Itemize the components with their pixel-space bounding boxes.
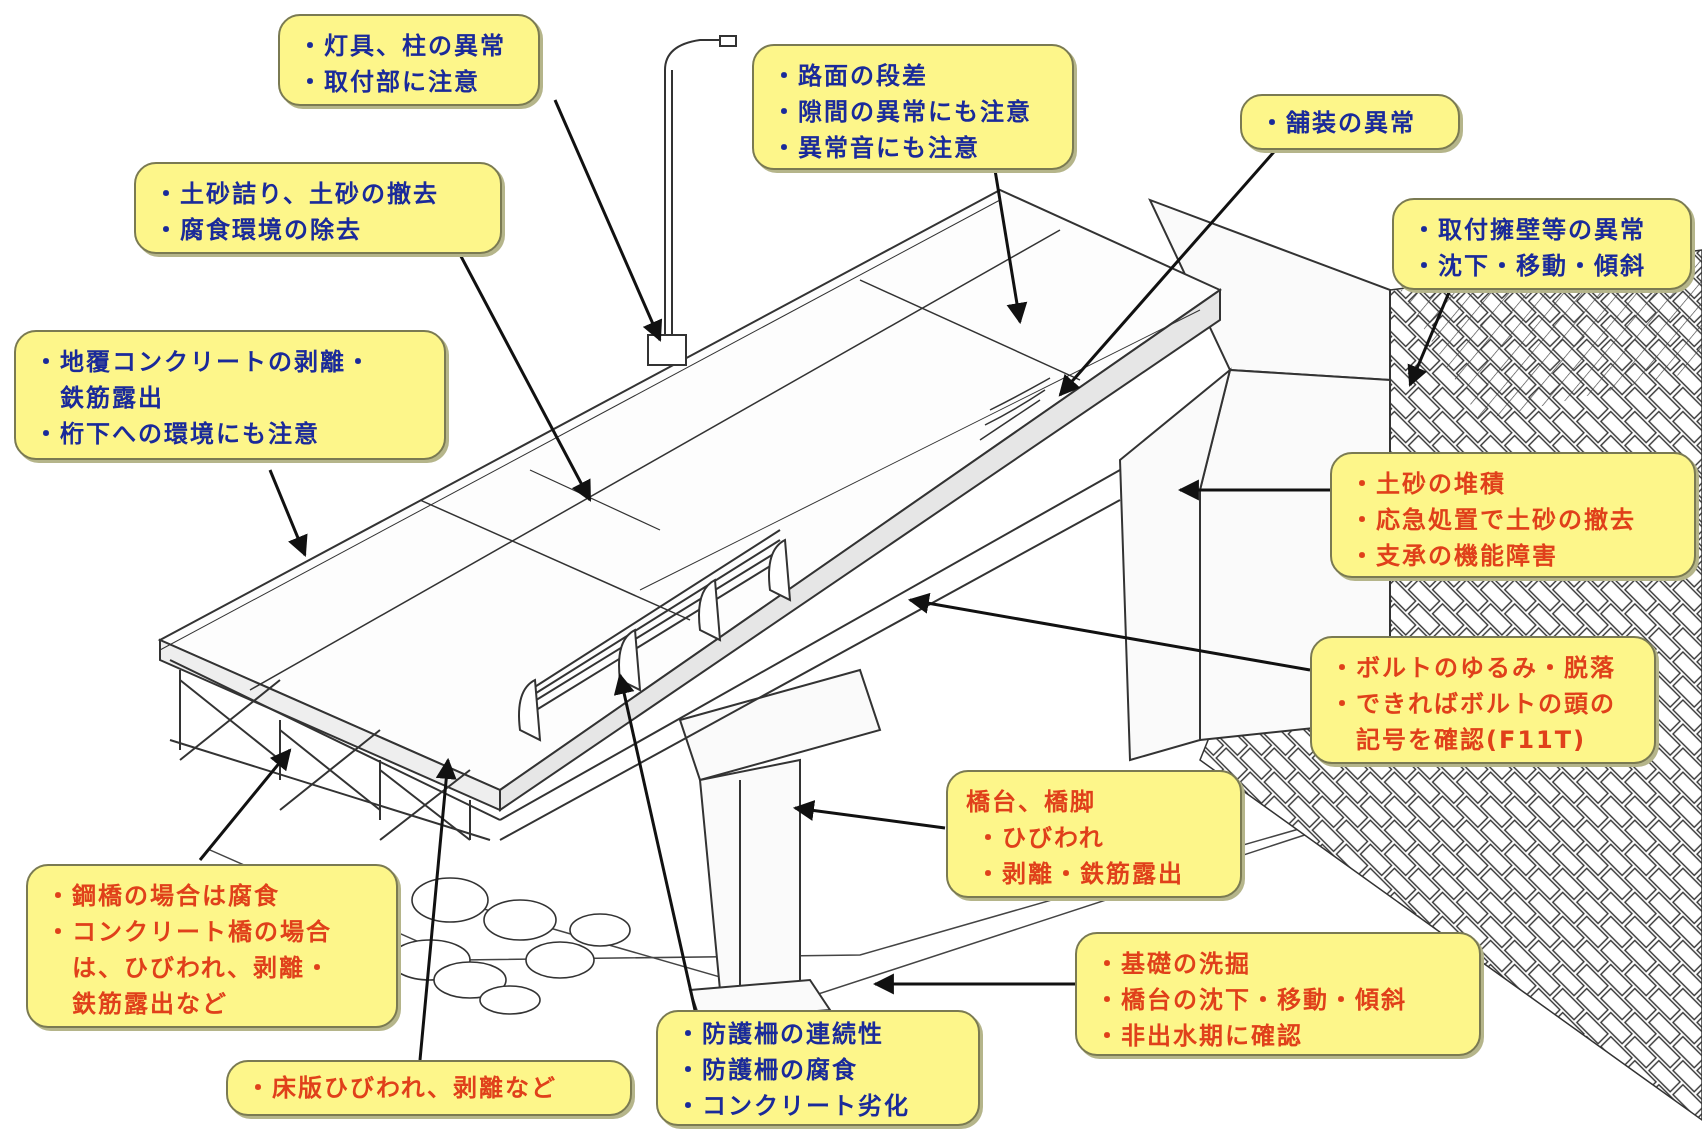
girder-callout: ・鋼橋の場合は腐食 ・コンクリート橋の場合 は、ひびわれ、剥離・ 鉄筋露出など	[26, 864, 398, 1028]
callout-line: ・地覆コンクリートの剥離・	[34, 348, 372, 376]
callout-line: ・橋台の沈下・移動・傾斜	[1095, 986, 1407, 1014]
callout-line: ・基礎の洗掘	[1095, 950, 1251, 978]
callout-line: ・ボルトのゆるみ・脱落	[1330, 654, 1616, 682]
bridge-deck	[157, 188, 1223, 812]
callout-arrows	[198, 99, 1452, 1061]
lighting-callout: ・灯具、柱の異常 ・取付部に注意	[278, 14, 540, 106]
callout-line: ・桁下への環境にも注意	[34, 420, 320, 448]
callout-line: ・灯具、柱の異常	[298, 32, 506, 60]
callout-line: ・剥離・鉄筋露出	[976, 860, 1184, 888]
retaining-wall-callout: ・取付擁壁等の異常 ・沈下・移動・傾斜	[1392, 198, 1692, 290]
cover-concrete-callout: ・地覆コンクリートの剥離・ 鉄筋露出 ・桁下への環境にも注意	[14, 330, 446, 460]
pavement-crack	[979, 377, 1051, 441]
callout-line: ・腐食環境の除去	[154, 216, 362, 244]
guardrail-callout: ・防護柵の連続性 ・防護柵の腐食 ・コンクリート劣化	[656, 1010, 980, 1126]
bolts-callout: ・ボルトのゆるみ・脱落 ・できればボルトの頭の 記号を確認(F11T)	[1310, 636, 1656, 764]
callout-line: ・沈下・移動・傾斜	[1412, 252, 1646, 280]
rocks	[389, 877, 631, 1015]
lamp-post	[647, 35, 737, 366]
callout-line: ・応急処置で土砂の撤去	[1350, 506, 1636, 534]
callout-line: 橋台、橋脚	[966, 788, 1096, 816]
foundation-callout: ・基礎の洗掘 ・橋台の沈下・移動・傾斜 ・非出水期に確認	[1075, 932, 1481, 1056]
callout-line: ・隙間の異常にも注意	[772, 98, 1032, 126]
callout-line: 鉄筋露出など	[72, 990, 228, 1018]
callout-line: ・土砂詰り、土砂の撤去	[154, 180, 440, 208]
callout-line: ・できればボルトの頭の	[1330, 690, 1616, 718]
callout-line: ・非出水期に確認	[1095, 1022, 1303, 1050]
deck-slab-callout: ・床版ひびわれ、剥離など	[226, 1060, 632, 1116]
guardrail	[518, 529, 792, 742]
drainage-callout: ・土砂詰り、土砂の撤去 ・腐食環境の除去	[134, 162, 502, 254]
callout-line: ・異常音にも注意	[772, 134, 980, 162]
callout-line: ・取付部に注意	[298, 68, 480, 96]
abutment-pier-callout: 橋台、橋脚 ・ひびわれ ・剥離・鉄筋露出	[946, 770, 1242, 898]
pier	[678, 668, 882, 1022]
callout-line: ・コンクリート橋の場合	[46, 918, 332, 946]
callout-line: ・土砂の堆積	[1350, 470, 1506, 498]
callout-line: ・取付擁壁等の異常	[1412, 216, 1646, 244]
callout-line: 鉄筋露出	[60, 384, 164, 412]
pavement-callout: ・舗装の異常	[1240, 94, 1460, 150]
callout-line: は、ひびわれ、剥離・	[72, 954, 332, 982]
callout-line: ・路面の段差	[772, 62, 928, 90]
callout-line: ・床版ひびわれ、剥離など	[246, 1074, 558, 1102]
callout-line: ・ひびわれ	[976, 824, 1105, 852]
road-surface-callout: ・路面の段差 ・隙間の異常にも注意 ・異常音にも注意	[752, 44, 1074, 170]
sediment-callout: ・土砂の堆積 ・応急処置で土砂の撤去 ・支承の機能障害	[1330, 452, 1696, 578]
callout-line: ・舗装の異常	[1260, 109, 1416, 137]
callout-line: ・防護柵の連続性	[676, 1020, 884, 1048]
callout-line: ・鋼橋の場合は腐食	[46, 882, 280, 910]
callout-line: ・コンクリート劣化	[676, 1092, 910, 1120]
callout-line: ・支承の機能障害	[1350, 542, 1558, 570]
callout-line: 記号を確認(F11T)	[1356, 726, 1587, 754]
callout-line: ・防護柵の腐食	[676, 1056, 858, 1084]
